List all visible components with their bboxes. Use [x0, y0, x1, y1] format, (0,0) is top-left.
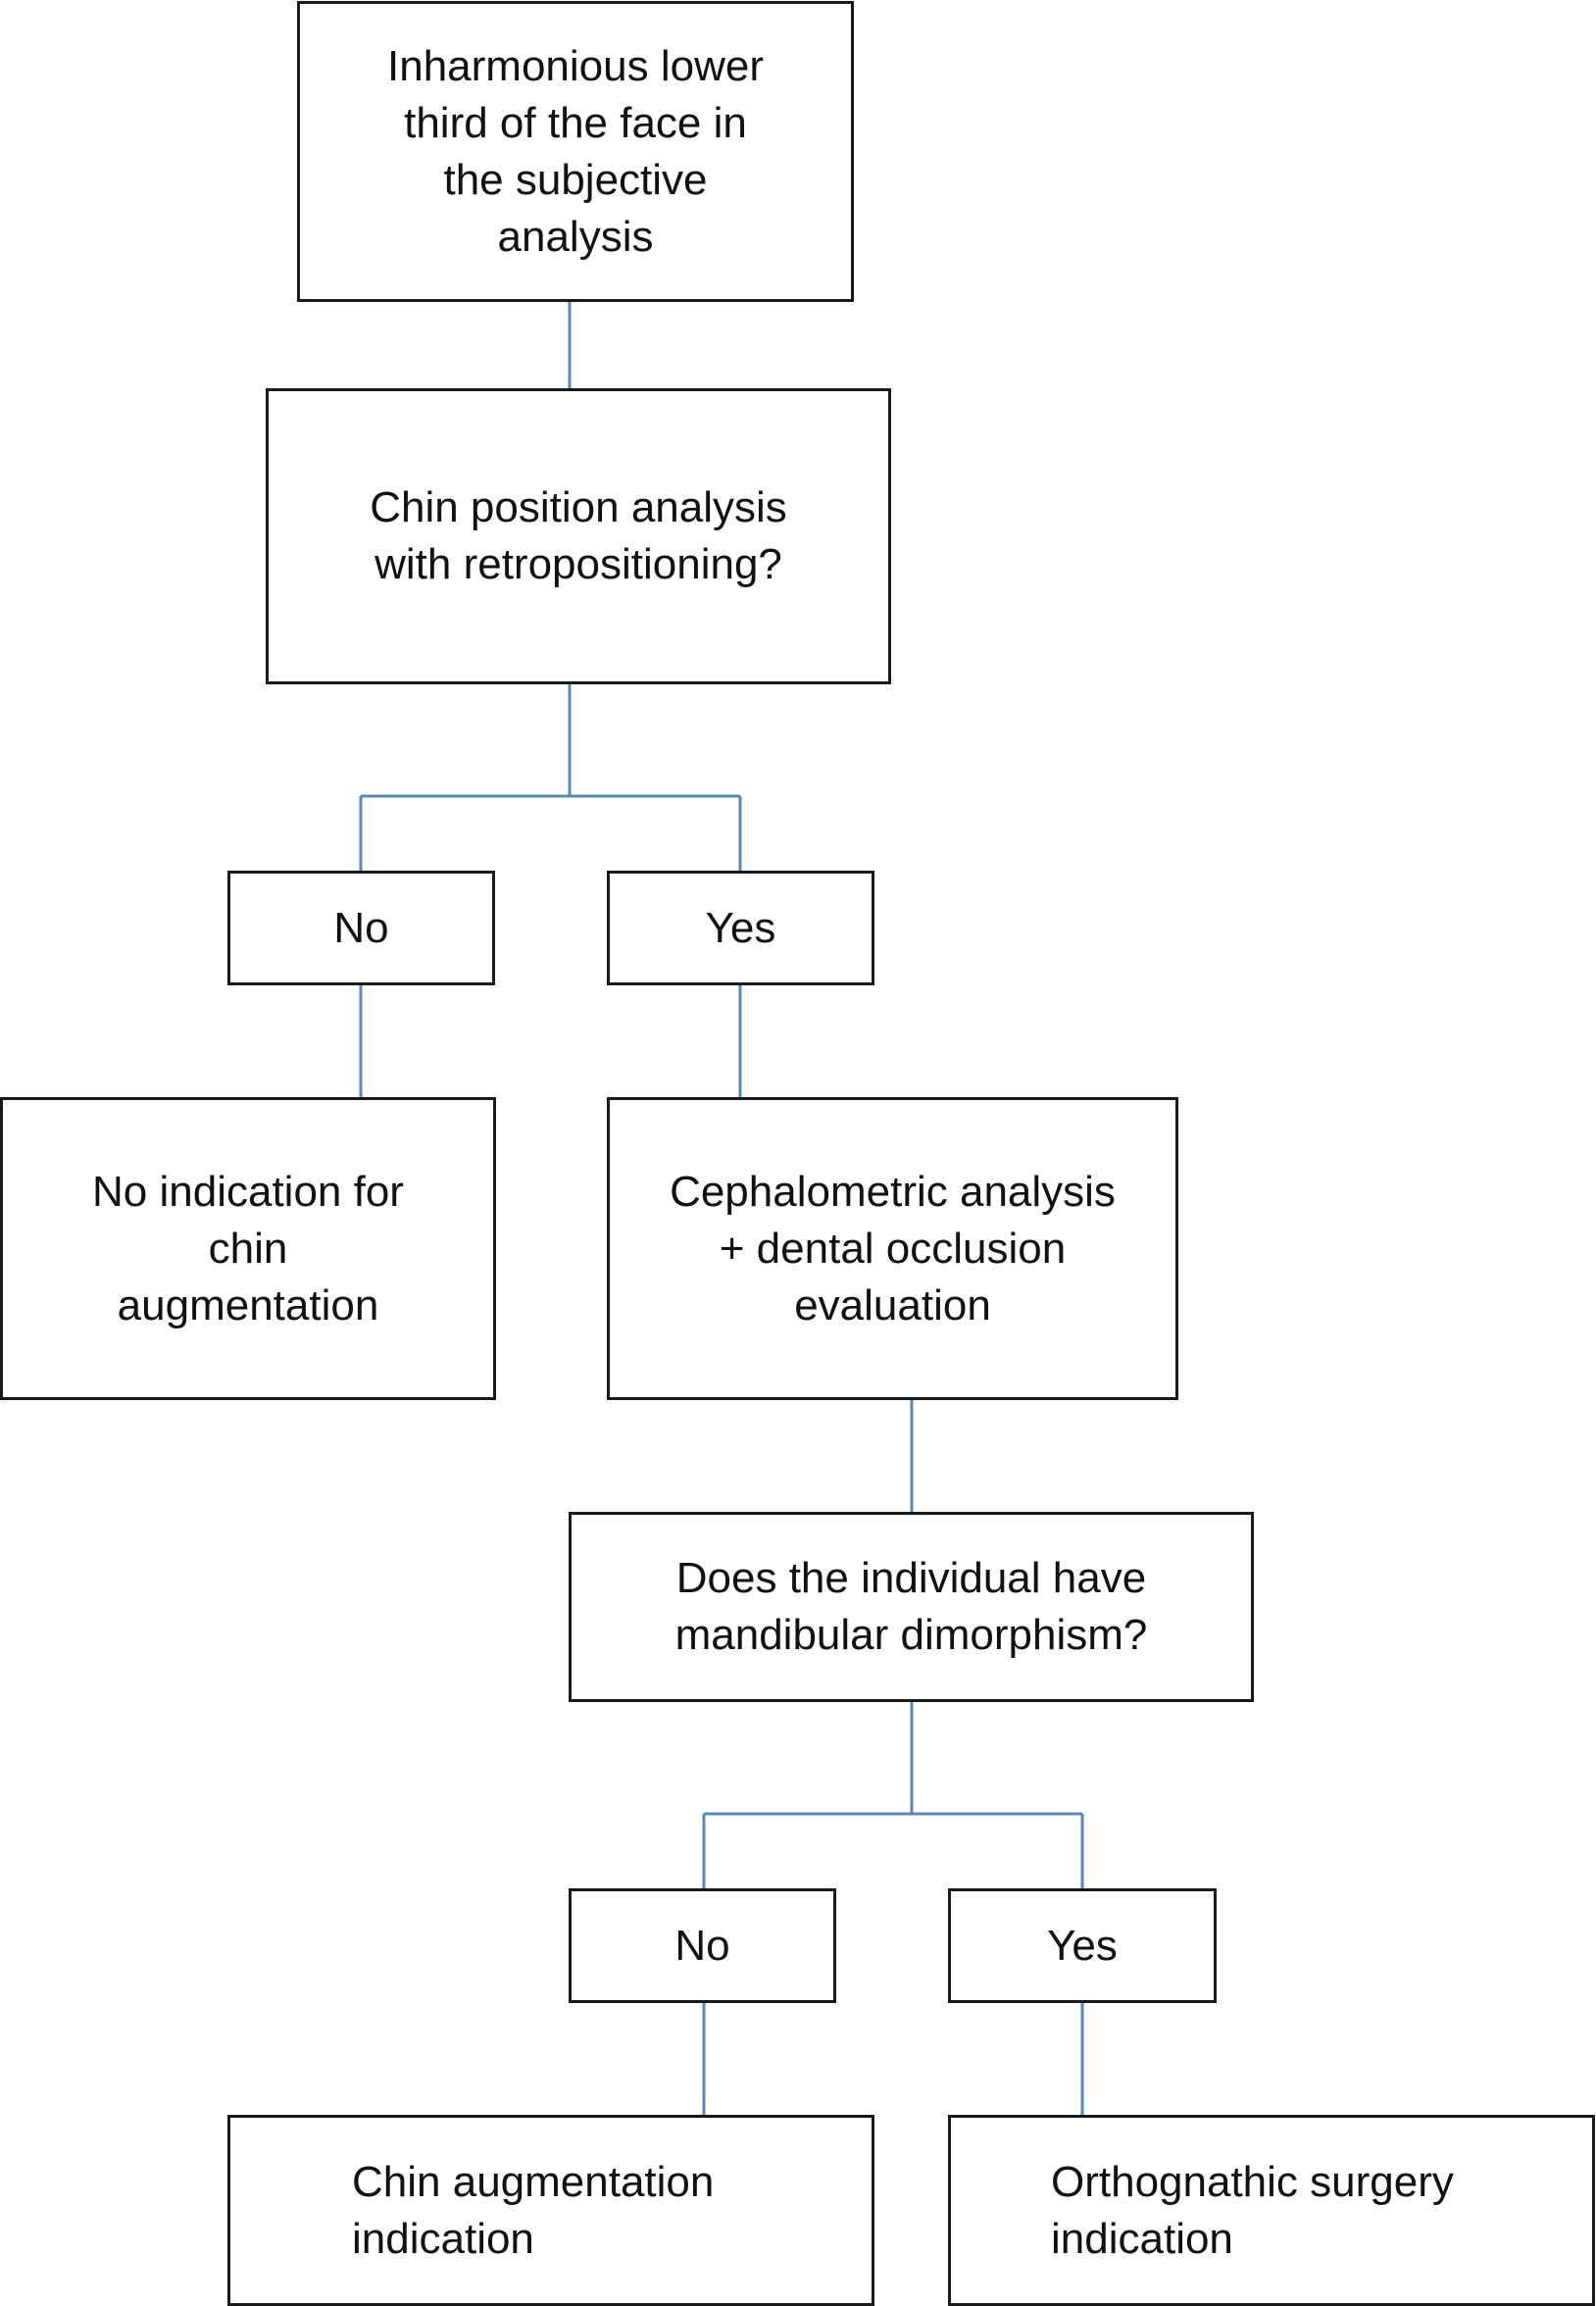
chin-augmentation-node: Chin augmentation indication: [227, 2115, 874, 2306]
cephalometric-analysis-node: Cephalometric analysis + dental occlusio…: [607, 1097, 1178, 1400]
yes-node-2: Yes: [948, 1888, 1217, 2003]
chin-position-question-label: Chin position analysis with retropositio…: [370, 483, 787, 588]
no-node-1-label: No: [333, 903, 389, 952]
yes-node-2-label: Yes: [1047, 1921, 1118, 1970]
start-node-label: Inharmonious lower third of the face in …: [387, 41, 764, 261]
no-node-1: No: [227, 871, 495, 985]
yes-node-1: Yes: [607, 871, 874, 985]
cephalometric-analysis-label: Cephalometric analysis + dental occlusio…: [670, 1167, 1116, 1329]
no-node-2: No: [569, 1888, 836, 2003]
start-node: Inharmonious lower third of the face in …: [297, 1, 854, 302]
chin-augmentation-label: Chin augmentation indication: [352, 2157, 715, 2263]
no-node-2-label: No: [674, 1921, 730, 1970]
mandibular-dimorphism-question-label: Does the individual have mandibular dimo…: [674, 1554, 1148, 1659]
orthognathic-surgery-label: Orthognathic surgery indication: [1051, 2157, 1454, 2263]
yes-node-1-label: Yes: [705, 903, 776, 952]
no-indication-node: No indication for chin augmentation: [0, 1097, 496, 1400]
chin-position-question-node: Chin position analysis with retropositio…: [266, 388, 891, 684]
orthognathic-surgery-node: Orthognathic surgery indication: [948, 2115, 1595, 2306]
no-indication-label: No indication for chin augmentation: [92, 1167, 404, 1329]
mandibular-dimorphism-question-node: Does the individual have mandibular dimo…: [569, 1512, 1254, 1702]
